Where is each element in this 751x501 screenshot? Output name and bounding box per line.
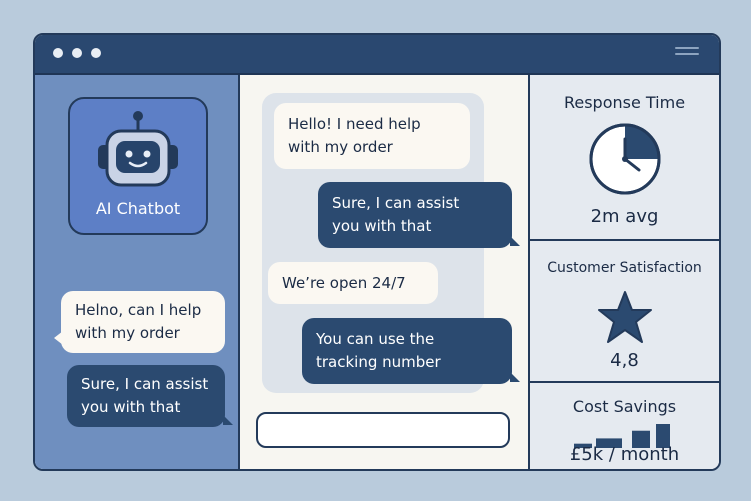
message-text: Sure, I can assist you with that bbox=[332, 194, 460, 235]
chat-message-user: Hello! I need help with my order bbox=[274, 103, 470, 169]
savings-bar bbox=[632, 430, 650, 448]
star-icon bbox=[598, 291, 652, 343]
stat-title: Cost Savings bbox=[572, 397, 677, 416]
divider bbox=[530, 239, 719, 241]
chat-message-bot: Sure, I can assist you with that bbox=[318, 182, 520, 248]
savings-bar bbox=[596, 438, 622, 448]
title-bar bbox=[35, 35, 719, 75]
clock-icon bbox=[589, 123, 661, 195]
message-text: Hello! I need help with my order bbox=[288, 115, 421, 156]
message-text: Sure, I can assist you with that bbox=[81, 375, 209, 416]
stat-value: 2m avg bbox=[590, 206, 659, 227]
message-text: Helno, can I help with my order bbox=[75, 301, 202, 342]
chat-panel: Hello! I need help with my order Sure, I… bbox=[240, 75, 530, 469]
cost-savings-card: Cost Savings £5k / month bbox=[530, 383, 719, 469]
robot-icon bbox=[98, 111, 178, 187]
divider bbox=[530, 381, 719, 383]
sidebar: AI Chatbot Helno, can I help with my ord… bbox=[35, 75, 240, 469]
sidebar-message: Helno, can I help with my order bbox=[54, 291, 225, 353]
chat-message-bot: You can use the tracking number bbox=[302, 318, 520, 384]
message-text: We’re open 24/7 bbox=[282, 273, 406, 292]
stat-value: £5k / month bbox=[569, 444, 680, 465]
sidebar-message: Sure, I can assist you with that bbox=[67, 365, 233, 427]
window-control-dot[interactable] bbox=[91, 48, 101, 58]
stat-value: 4,8 bbox=[610, 350, 639, 371]
window-control-dot[interactable] bbox=[53, 48, 63, 58]
bot-title: AI Chatbot bbox=[95, 199, 181, 218]
bar-chart-icon bbox=[574, 424, 670, 448]
message-text: You can use the tracking number bbox=[316, 330, 441, 371]
bot-card[interactable]: AI Chatbot bbox=[68, 97, 208, 235]
savings-bar bbox=[574, 443, 592, 448]
window-control-dot[interactable] bbox=[72, 48, 82, 58]
message-input[interactable] bbox=[256, 412, 510, 448]
response-time-card: Response Time 2m avg bbox=[530, 75, 719, 239]
chat-message-user: We’re open 24/7 bbox=[268, 262, 438, 304]
stat-title: Customer Satisfaction bbox=[547, 260, 702, 276]
hamburger-menu-icon[interactable] bbox=[675, 47, 699, 61]
savings-bar bbox=[656, 424, 670, 448]
stats-panel: Response Time 2m avg Customer Satisfacti… bbox=[530, 75, 719, 469]
satisfaction-card: Customer Satisfaction 4,8 bbox=[530, 241, 719, 381]
stat-title: Response Time bbox=[563, 93, 686, 112]
app-window: AI Chatbot Helno, can I help with my ord… bbox=[33, 33, 721, 471]
